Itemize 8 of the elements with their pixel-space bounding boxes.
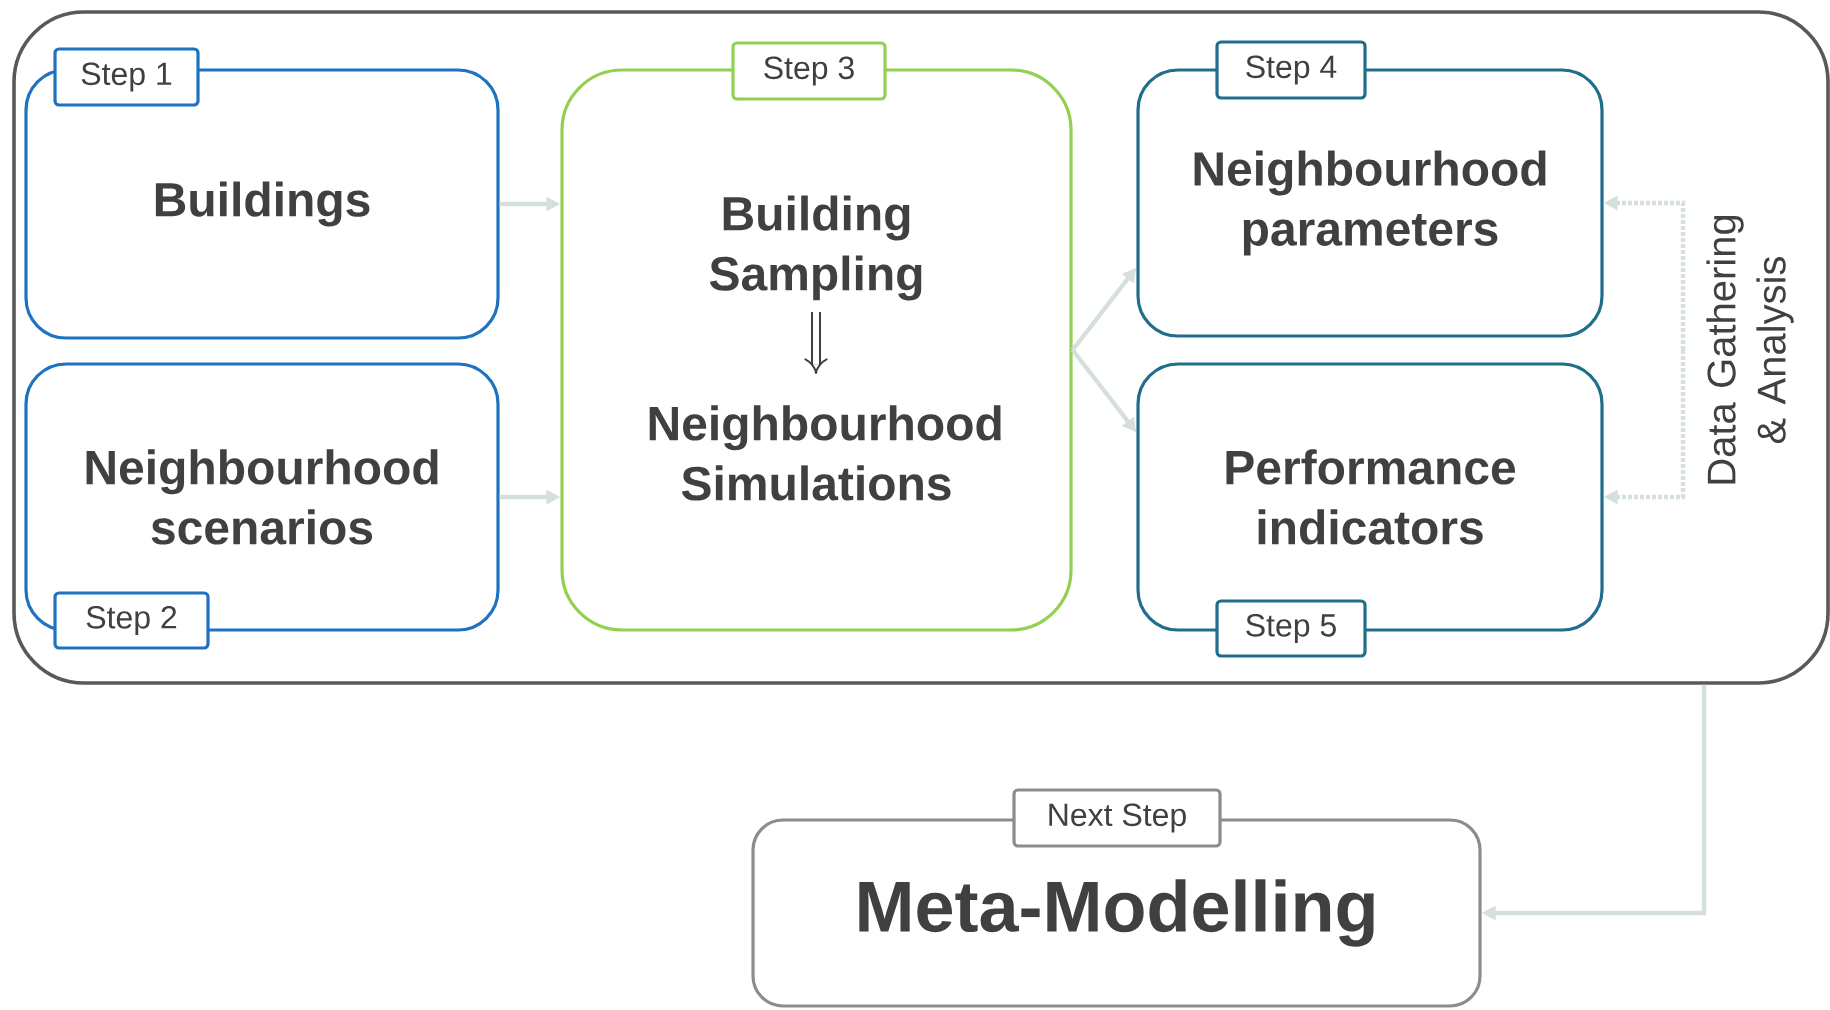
side-label: Data Gathering & Analysis — [1706, 215, 1794, 484]
step-tab: Next Step — [1012, 788, 1222, 848]
process-box — [12, 10, 1830, 685]
step-tab: Step 4 — [1215, 40, 1367, 100]
step-tab: Step 3 — [731, 41, 887, 101]
step-tab: Step 1 — [53, 47, 200, 107]
step-tab: Step 2 — [53, 591, 210, 650]
step-tab: Step 5 — [1215, 599, 1367, 658]
